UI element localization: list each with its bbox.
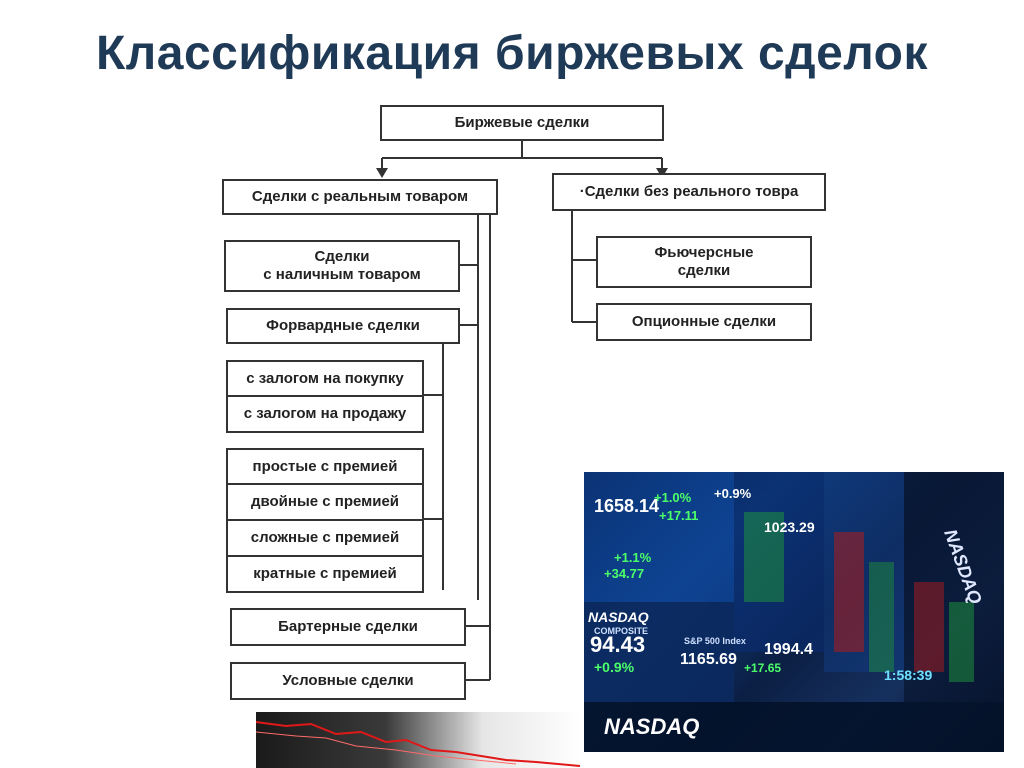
ticker-value-6: +1.1%: [614, 550, 652, 565]
pledge-sell-label: с залогом на продажу: [243, 405, 407, 422]
multiple-premium-box: кратные с премией: [226, 555, 424, 593]
root-label: Биржевые сделки: [454, 114, 590, 131]
nasdaq-label-1: NASDAQ: [588, 609, 649, 625]
cash-goods-label-line1: Сделки: [314, 248, 370, 265]
futures-label-line2: сделки: [677, 262, 731, 279]
real-goods-box: Сделки с реальным товаром: [222, 179, 498, 215]
ticker-value-12: +17.65: [744, 661, 781, 675]
ticker-value-7: +34.77: [604, 566, 644, 581]
real-goods-label: Сделки с реальным товаром: [251, 188, 469, 205]
simple-premium-label: простые с премией: [252, 457, 398, 475]
ticker-value-10: 1165.69: [680, 651, 737, 668]
complex-premium-box: сложные с премией: [226, 519, 424, 557]
no-real-goods-box: ·Сделки без реального товра: [552, 173, 826, 211]
cash-goods-box: Сделки с наличным товаром: [224, 240, 460, 292]
ticker-value-8: 94.43: [590, 632, 645, 657]
falling-chart-graphic: [256, 721, 580, 767]
barter-label: Бартерные сделки: [278, 618, 418, 635]
forward-label: Форвардные сделки: [266, 317, 420, 334]
complex-premium-label: сложные с премией: [250, 529, 400, 546]
ticker-value-2: +1.0%: [654, 490, 692, 505]
ticker-value-13: 1:58:39: [884, 667, 932, 683]
options-box: Опционные сделки: [596, 303, 812, 341]
conditional-label: Условные сделки: [282, 672, 414, 689]
pledge-buy-box: с залогом на покупку: [226, 360, 424, 397]
stock-exchange-photo: 1658.14 +1.0% +17.11 +0.9% 1023.29 +1.1%…: [584, 472, 1004, 752]
falling-chart-photo: [256, 712, 580, 768]
pledge-sell-box: с залогом на продажу: [226, 395, 424, 433]
sp500-label: S&P 500 Index: [684, 636, 746, 646]
ticker-value-5: 1023.29: [764, 519, 815, 535]
futures-label-line1: Фьючерсные: [654, 244, 754, 261]
pledge-buy-label: с залогом на покупку: [246, 369, 404, 387]
ticker-value-9: +0.9%: [594, 659, 635, 675]
multiple-premium-label: кратные с премией: [253, 565, 397, 582]
double-premium-label: двойные с премией: [250, 493, 400, 510]
double-premium-box: двойные с премией: [226, 483, 424, 521]
options-label: Опционные сделки: [631, 313, 777, 330]
no-real-goods-label: ·Сделки без реального товра: [579, 183, 799, 200]
barter-box: Бартерные сделки: [230, 608, 466, 646]
ticker-display: 1658.14 +1.0% +17.11 +0.9% 1023.29 +1.1%…: [584, 472, 1004, 752]
forward-box: Форвардные сделки: [226, 308, 460, 344]
ticker-value-1: 1658.14: [594, 496, 659, 516]
page-title: Классификация биржевых сделок: [96, 27, 928, 80]
nasdaq-label-2: NASDAQ: [604, 714, 699, 739]
cash-goods-label-line2: с наличным товаром: [263, 266, 421, 283]
composite-label: COMPOSITE: [594, 626, 648, 636]
simple-premium-box: простые с премией: [226, 448, 424, 485]
ticker-value-4: +0.9%: [714, 486, 752, 501]
root-box: Биржевые сделки: [380, 105, 664, 141]
conditional-box: Условные сделки: [230, 662, 466, 700]
ticker-value-11: 1994.4: [764, 641, 813, 658]
ticker-value-3: +17.11: [659, 508, 698, 523]
futures-box: Фьючерсные сделки: [596, 236, 812, 288]
